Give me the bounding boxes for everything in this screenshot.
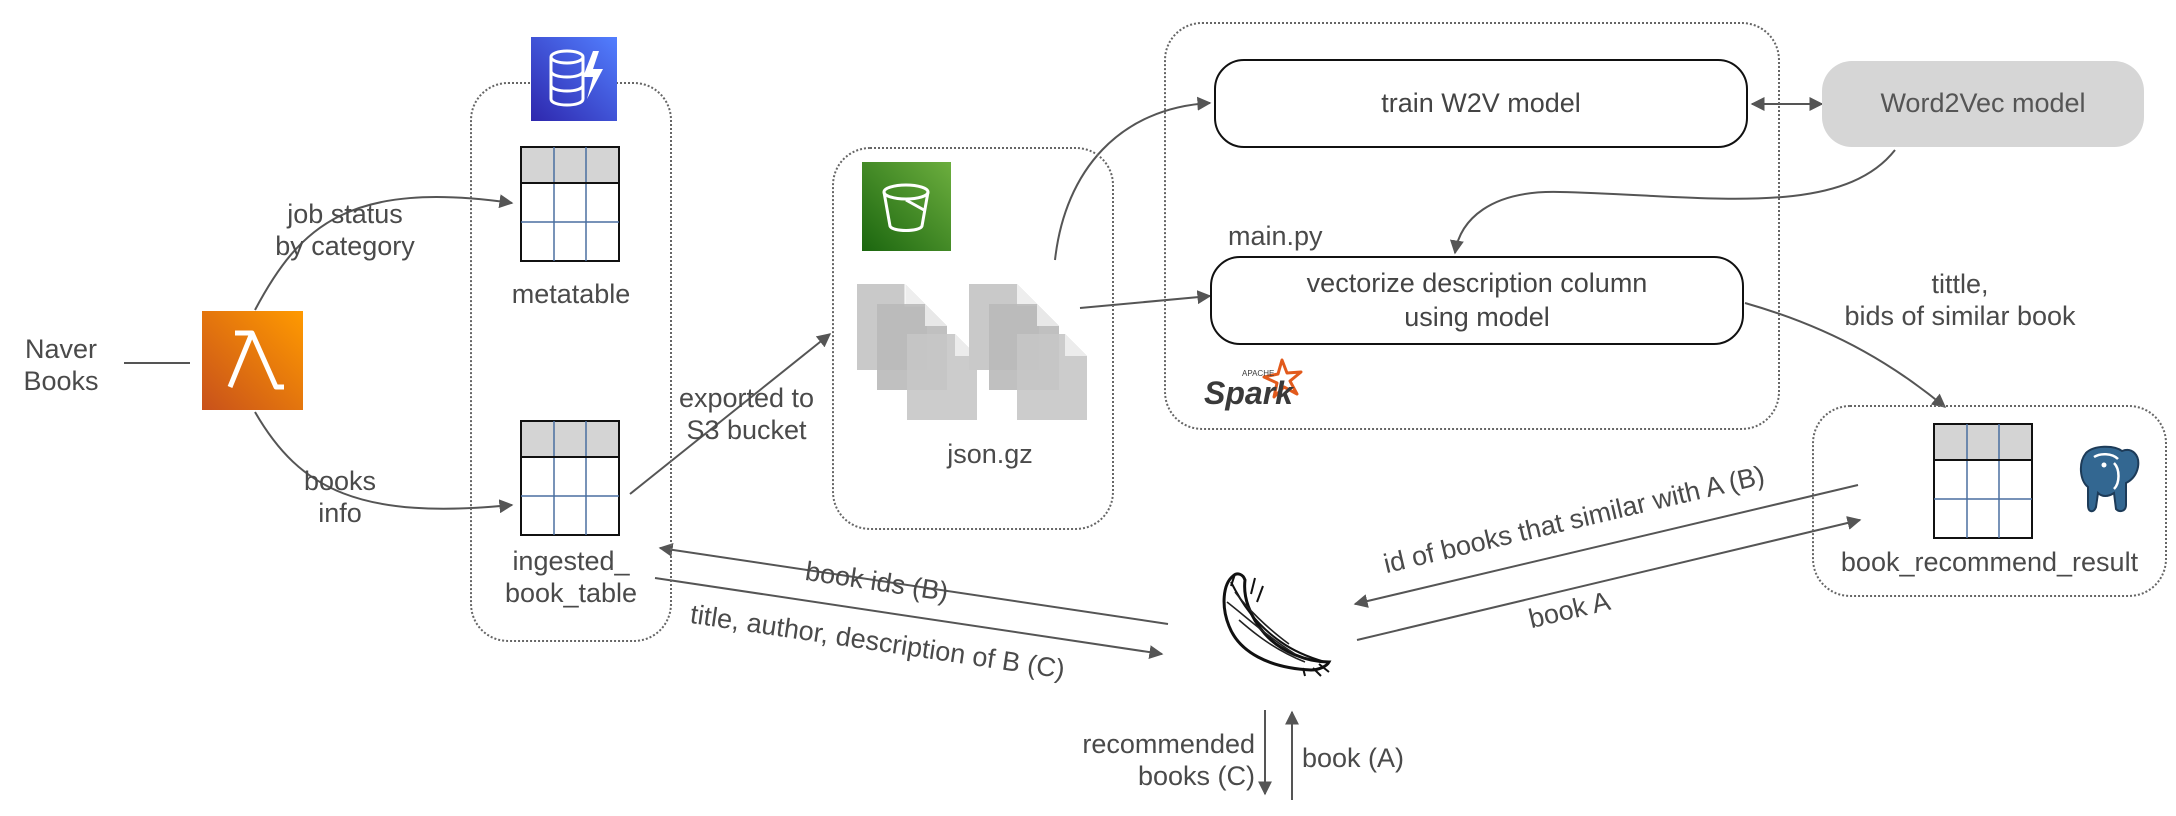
aws-s3-bucket-icon [862, 162, 951, 251]
word2vec-label: Word2Vec model [1880, 88, 2086, 119]
postgres-group [1812, 405, 2167, 597]
train-w2v-label: train W2V model [1381, 87, 1581, 118]
flask-horn-icon [1215, 572, 1333, 678]
vectorize-label-line2: using model [1404, 301, 1550, 332]
json-gz-label: json.gz [947, 439, 1033, 469]
ingested-table-label: ingested_book_table [504, 546, 638, 609]
spark-group [1164, 22, 1780, 430]
ingested-to-s3-arrow [629, 333, 832, 495]
s3-to-vectorize-arrow [1079, 290, 1212, 309]
lambda-to-metatable-arrow [254, 194, 514, 311]
metatable-grid [520, 146, 620, 267]
main-py-label: main.py [1228, 221, 1323, 251]
flask-to-ingested-arrow [658, 542, 1169, 625]
s3-group [832, 147, 1114, 530]
ingested-table-grid [520, 420, 620, 541]
vectorize-node: vectorize description column using model [1210, 256, 1744, 345]
word2vec-to-vectorize-arrow [1449, 149, 1896, 255]
result-table-grid [1933, 423, 2033, 544]
train-w2v-node: train W2V model [1214, 59, 1748, 148]
apache-spark-logo: Spark APACHE [1198, 356, 1308, 412]
result-to-flask-arrow [1353, 484, 1859, 608]
word2vec-model-node: Word2Vec model [1822, 61, 2144, 147]
spark-logo-apache: APACHE [1242, 369, 1274, 378]
spark-logo-word: Spark [1204, 375, 1295, 411]
tittle-bids-label: tittle,bids of similar book [1844, 269, 2076, 332]
lambda-to-ingested-arrow [254, 411, 514, 514]
book-a-paren-label: book (A) [1302, 743, 1405, 773]
ingested-to-flask-arrow [654, 577, 1164, 660]
book-recommend-result-label: book_recommend_result [1840, 547, 2139, 577]
json-gz-files-icon [855, 282, 1095, 428]
flask-to-result-arrow [1356, 516, 1862, 641]
metatable-label: metatable [511, 279, 631, 309]
aws-lambda-icon [202, 311, 303, 410]
s3-to-train-arrow [1054, 96, 1212, 261]
postgresql-elephant-icon [2074, 443, 2144, 515]
vectorize-label-line1: vectorize description column [1306, 267, 1648, 298]
aws-dynamodb-icon [531, 37, 617, 121]
